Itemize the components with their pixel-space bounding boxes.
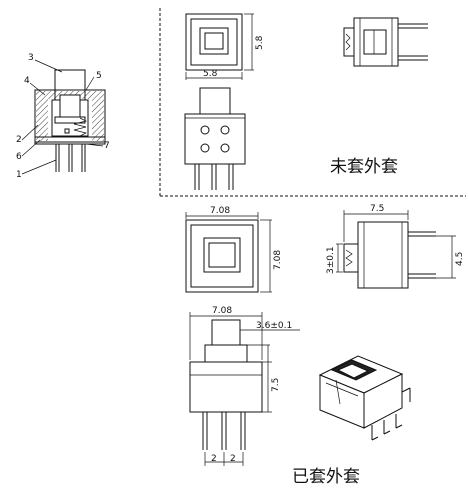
dim-small-height: 5.8 [255, 35, 265, 50]
dim-pitch-right: 2 [230, 454, 236, 464]
dim-side-width: 7.5 [370, 204, 384, 214]
dim-housed-width: 7.08 [210, 206, 230, 216]
dim-housed-height: 7.08 [273, 250, 283, 270]
dim-front-offset: 3.6±0.1 [256, 321, 292, 331]
cross-section-view [21, 59, 106, 175]
top-view-unhoused [185, 13, 254, 80]
front-view-unhoused [184, 87, 246, 190]
divider-lines [159, 8, 466, 197]
dim-front-width: 7.08 [212, 306, 232, 316]
callout-3: 3 [28, 53, 34, 63]
front-view-housed [189, 312, 300, 466]
side-view-housed [336, 210, 456, 289]
callout-4: 4 [24, 76, 30, 86]
dim-pitch-left: 2 [211, 454, 217, 464]
dim-side-offset: 3±0.1 [326, 246, 336, 274]
top-view-housed [185, 212, 272, 293]
callout-2: 2 [16, 135, 22, 145]
caption-without-housing: 未套外套 [330, 157, 398, 177]
dim-small-width: 5.8 [203, 69, 218, 79]
isometric-view-housed [318, 355, 411, 441]
dim-front-height: 7.5 [271, 378, 281, 392]
side-view-unhoused [343, 17, 428, 67]
callout-7: 7 [104, 141, 110, 151]
callout-1: 1 [16, 170, 22, 180]
callout-labels: 3 4 5 2 6 1 7 [16, 53, 110, 180]
caption-with-housing: 已套外套 [292, 467, 360, 487]
callout-5: 5 [96, 71, 102, 81]
callout-6: 6 [16, 152, 22, 162]
dim-side-pin-height: 4.5 [455, 252, 465, 266]
